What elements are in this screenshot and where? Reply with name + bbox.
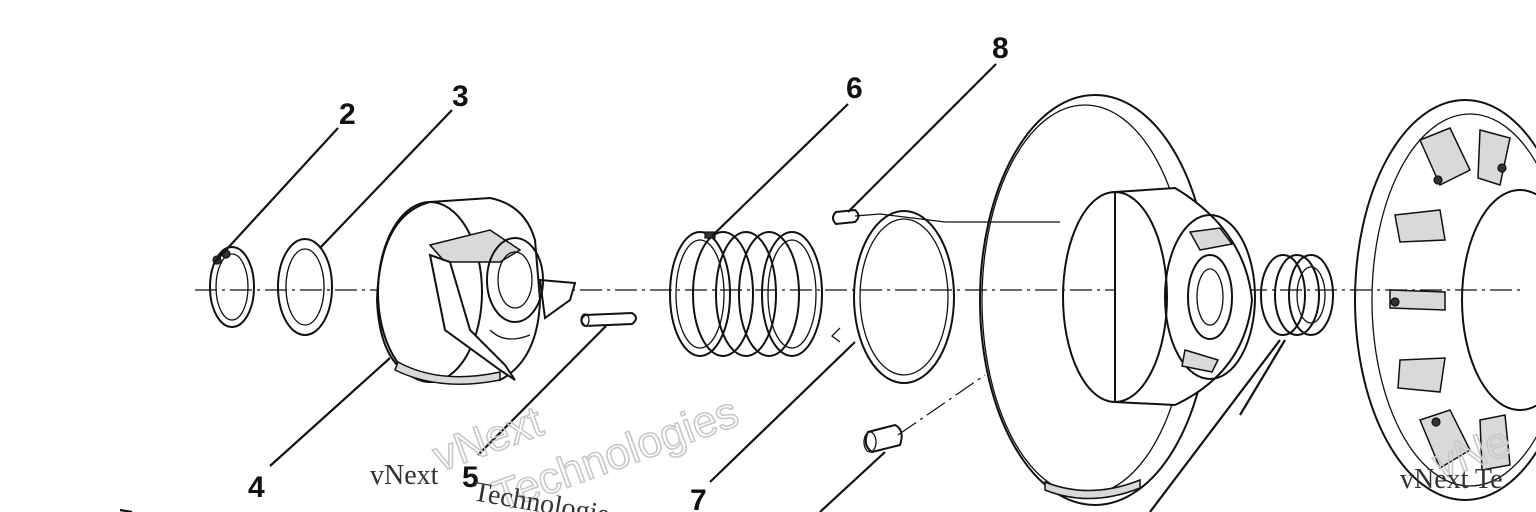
moveable-sheave [945, 94, 1256, 506]
leader-2 [214, 127, 339, 263]
part-7-spring-cup [831, 210, 955, 384]
part-4-cam [375, 196, 577, 385]
leader-4 [269, 357, 391, 467]
leader-3 [319, 109, 453, 249]
fixed-sheave [1354, 99, 1536, 501]
leader-small-spring-b [1239, 339, 1286, 416]
watermark-text-1a: vNext [370, 460, 439, 491]
part-5-pin [580, 311, 637, 328]
leader-small-spring [1149, 339, 1281, 512]
leader-7 [709, 341, 856, 483]
callout-4: 4 [248, 471, 265, 504]
leader-8 [847, 63, 997, 213]
watermark-text-3: vNext Te [1400, 464, 1503, 495]
bushing [863, 374, 986, 454]
leader-lines [119, 63, 1286, 512]
callout-6: 6 [846, 72, 863, 105]
leader-5 [477, 325, 607, 456]
leader-6 [711, 103, 849, 237]
part-6-spring [669, 231, 823, 357]
callout-8: 8 [992, 32, 1009, 65]
callout-3: 3 [452, 80, 469, 113]
callout-2: 2 [339, 98, 356, 131]
part-3-washer [277, 238, 333, 336]
leader-bushing [819, 451, 886, 512]
small-spring [1260, 254, 1334, 336]
callout-7: 7 [690, 484, 707, 512]
callout-5: 5 [462, 461, 479, 494]
part-8-screw [832, 208, 946, 226]
